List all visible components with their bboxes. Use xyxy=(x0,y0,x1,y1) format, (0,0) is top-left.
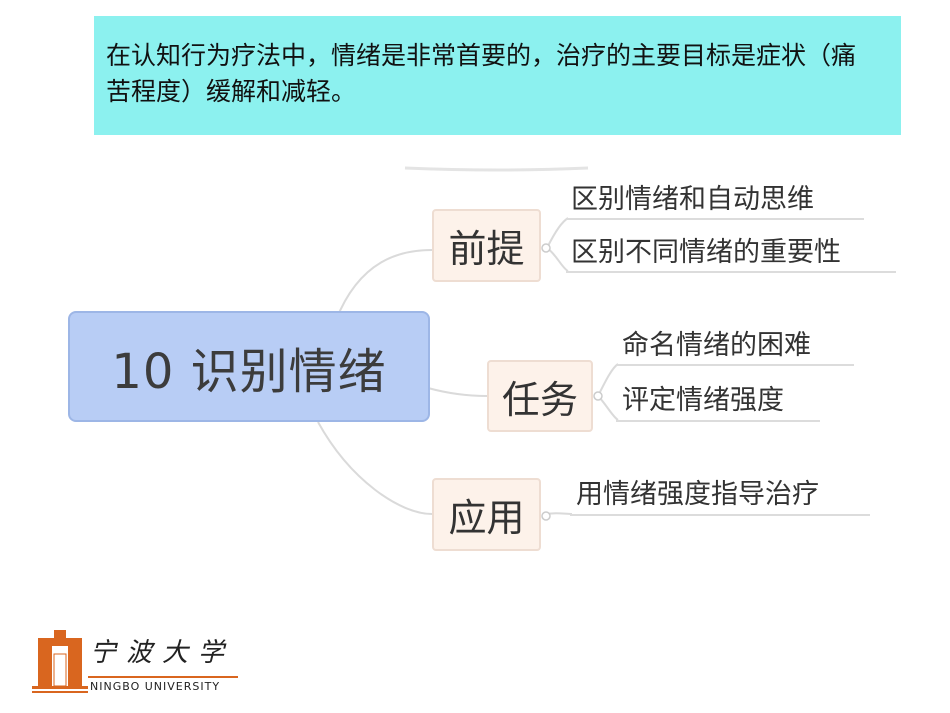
leaf-node: 用情绪强度指导治疗 xyxy=(576,479,819,510)
branch-node-premise: 前提 xyxy=(432,209,541,282)
university-logo: 宁波大学 NINGBO UNIVERSITY xyxy=(32,628,242,698)
leaf-underline xyxy=(566,218,864,220)
leaf-node: 区别不同情绪的重要性 xyxy=(571,237,841,268)
leaf-node: 评定情绪强度 xyxy=(622,385,784,416)
logo-english-name: NINGBO UNIVERSITY xyxy=(90,680,221,693)
leaf-underline xyxy=(570,514,870,516)
summary-callout: 在认知行为疗法中，情绪是非常首要的，治疗的主要目标是症状（痛苦程度）缓解和减轻。 xyxy=(94,16,901,135)
leaf-underline xyxy=(616,364,854,366)
leaf-node: 命名情绪的困难 xyxy=(622,330,811,361)
root-label: 10 识别情绪 xyxy=(111,343,387,400)
branch-node-application: 应用 xyxy=(432,478,541,551)
logo-chinese-name: 宁波大学 xyxy=(90,638,235,668)
branch-label: 任务 xyxy=(501,377,578,422)
branch-label: 应用 xyxy=(448,496,525,540)
leaf-node: 区别情绪和自动思维 xyxy=(571,184,814,215)
leaf-underline xyxy=(566,271,896,273)
logo-rule xyxy=(88,676,238,678)
callout-text: 在认知行为疗法中，情绪是非常首要的，治疗的主要目标是症状（痛苦程度）缓解和减轻。 xyxy=(106,41,857,106)
leaf-underline xyxy=(616,420,820,422)
ningbo-university-emblem-icon xyxy=(32,630,88,693)
mindmap-root-node: 10 识别情绪 xyxy=(68,311,430,422)
branch-label: 前提 xyxy=(448,227,525,271)
branch-node-task: 任务 xyxy=(487,360,593,432)
